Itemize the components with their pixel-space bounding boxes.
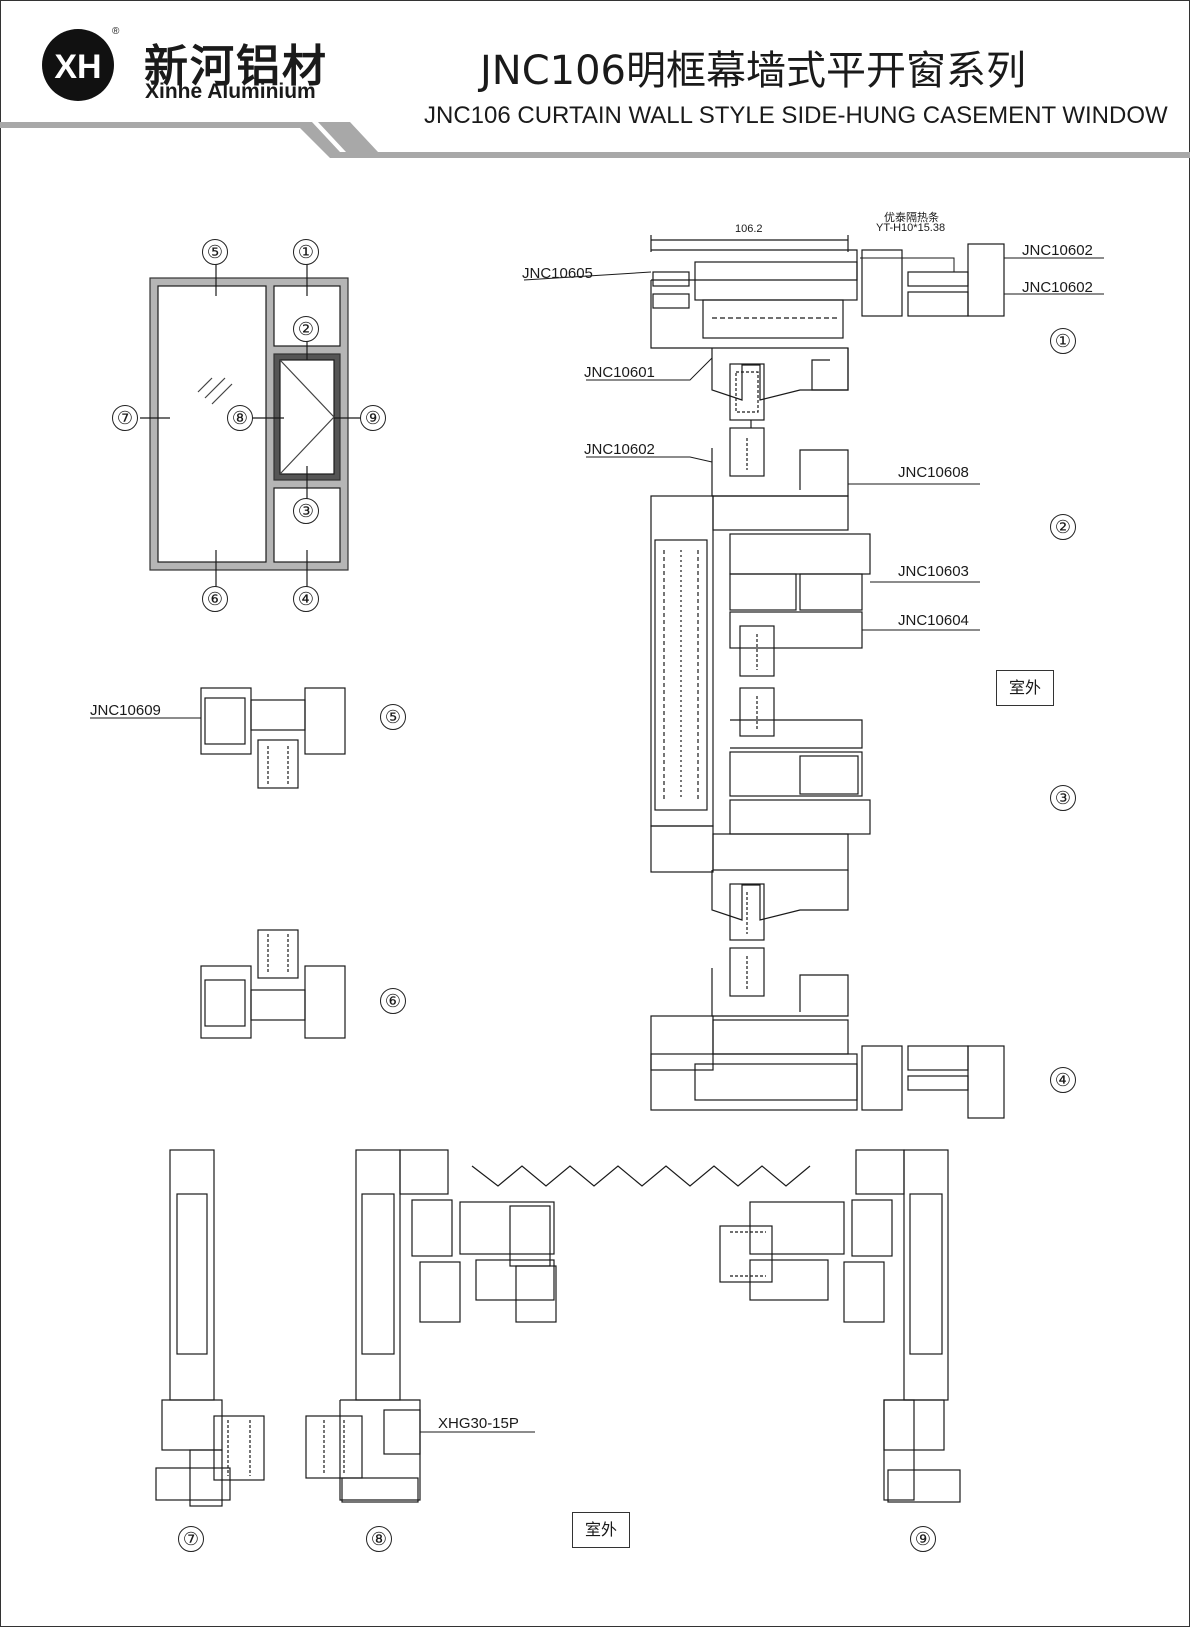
part-label-jnc10601: JNC10601: [584, 364, 655, 381]
section-1-profile: [650, 235, 1005, 428]
callout-6-section: ⑥: [380, 988, 406, 1014]
callout-8-section: ⑧: [366, 1526, 392, 1552]
section-7-profile: [155, 1149, 265, 1507]
callout-4-elevation: ④: [293, 586, 319, 612]
callout-5-section: ⑤: [380, 704, 406, 730]
registered-mark: ®: [112, 26, 120, 37]
header-banner-chevron: [318, 122, 378, 152]
part-label-jnc10603: JNC10603: [898, 563, 969, 580]
callout-4-section: ④: [1050, 1067, 1076, 1093]
callout-7-section: ⑦: [178, 1526, 204, 1552]
callout-3-section: ③: [1050, 785, 1076, 811]
section-2-profile: [650, 427, 871, 827]
callout-2-elevation: ②: [293, 316, 319, 342]
dimension-width: 106.2: [735, 223, 763, 235]
page-title-cn: JNC106明框幕墙式平开窗系列: [480, 48, 1026, 94]
callout-2-section: ②: [1050, 514, 1076, 540]
part-label-jnc10608: JNC10608: [898, 464, 969, 481]
logo-badge: [42, 29, 114, 101]
header-graphics: XH: [0, 29, 1190, 158]
section-8-profile: [305, 1149, 811, 1503]
callout-1-elevation: ①: [293, 239, 319, 265]
callout-3-elevation: ③: [293, 498, 319, 524]
section-5-profile: [200, 687, 346, 789]
exterior-label-right: 室外: [996, 670, 1054, 706]
part-label-jnc10609: JNC10609: [90, 702, 161, 719]
callout-7-elevation: ⑦: [112, 405, 138, 431]
section-6-profile: [200, 929, 346, 1039]
exterior-label-bottom: 室外: [572, 1512, 630, 1548]
part-label-jnc10604: JNC10604: [898, 612, 969, 629]
brand-name-cn: 新河铝材: [144, 41, 328, 92]
label-leaders: [90, 257, 1104, 1433]
thermal-strip-code: YT-H10*15.38: [876, 222, 946, 234]
page-title-en: JNC106 CURTAIN WALL STYLE SIDE-HUNG CASE…: [424, 102, 1168, 129]
section-3-profile: [650, 687, 871, 941]
part-label-xhg30-15p: XHG30-15P: [438, 1415, 519, 1432]
callout-8-elevation: ⑧: [227, 405, 253, 431]
callout-6-elevation: ⑥: [202, 586, 228, 612]
part-label-jnc10602-mid: JNC10602: [1022, 279, 1093, 296]
thermal-strip-label-cn: 优泰隔热条: [884, 212, 939, 224]
callout-5-elevation: ⑤: [202, 239, 228, 265]
section-4-profile: [650, 947, 1005, 1119]
part-label-jnc10605: JNC10605: [522, 265, 593, 282]
part-label-jnc10602-top: JNC10602: [1022, 242, 1093, 259]
callout-1-section: ①: [1050, 328, 1076, 354]
callout-9-elevation: ⑨: [360, 405, 386, 431]
logo-mark: XH: [54, 48, 101, 86]
callout-9-section: ⑨: [910, 1526, 936, 1552]
section-9-profile: [719, 1149, 961, 1503]
brand-name-en: Xinhe Aluminium: [145, 80, 316, 103]
window-elevation: [140, 262, 362, 588]
part-label-jnc10602-left: JNC10602: [584, 441, 655, 458]
header-banner-stripe: [0, 122, 1190, 158]
